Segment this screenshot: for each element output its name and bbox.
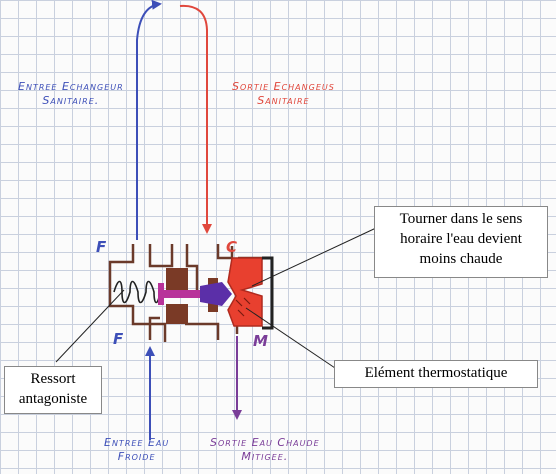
piston-rod [164,290,208,298]
exchanger-inlet-arrow [136,0,162,240]
piston-head [200,282,232,306]
label-entree-eau-froide: Entree Eau Froide [104,436,170,463]
letter-f-top: F [96,238,107,256]
exchanger-outlet-arrow [179,4,212,234]
lower-valve-seat [166,304,188,324]
thermostatic-element [227,257,263,327]
letter-c: C [226,238,238,256]
label-entree-echangeur: Entree Echangeur Sanitaire. [18,80,124,107]
letter-f-bottom: F [113,330,124,348]
upper-valve-seat [166,268,188,290]
antagonist-spring [113,280,161,304]
callout-line-tourner [251,227,377,287]
callout-line-element [245,307,339,371]
callout-line-ressort [55,289,125,363]
callout-tourner: Tourner dans le sens horaire l'eau devie… [374,206,548,278]
adjustment-knob [262,256,274,330]
callout-ressort: Ressort antagoniste [4,366,102,414]
label-sortie-echangeur: Sortie Echangeus Sanitaire [232,80,335,107]
callout-element: Elément thermostatique [334,360,538,388]
piston-plate [158,283,164,305]
letter-m: M [253,332,268,350]
label-sortie-eau-chaude: Sortie Eau Chaude Mitigee. [210,436,320,463]
